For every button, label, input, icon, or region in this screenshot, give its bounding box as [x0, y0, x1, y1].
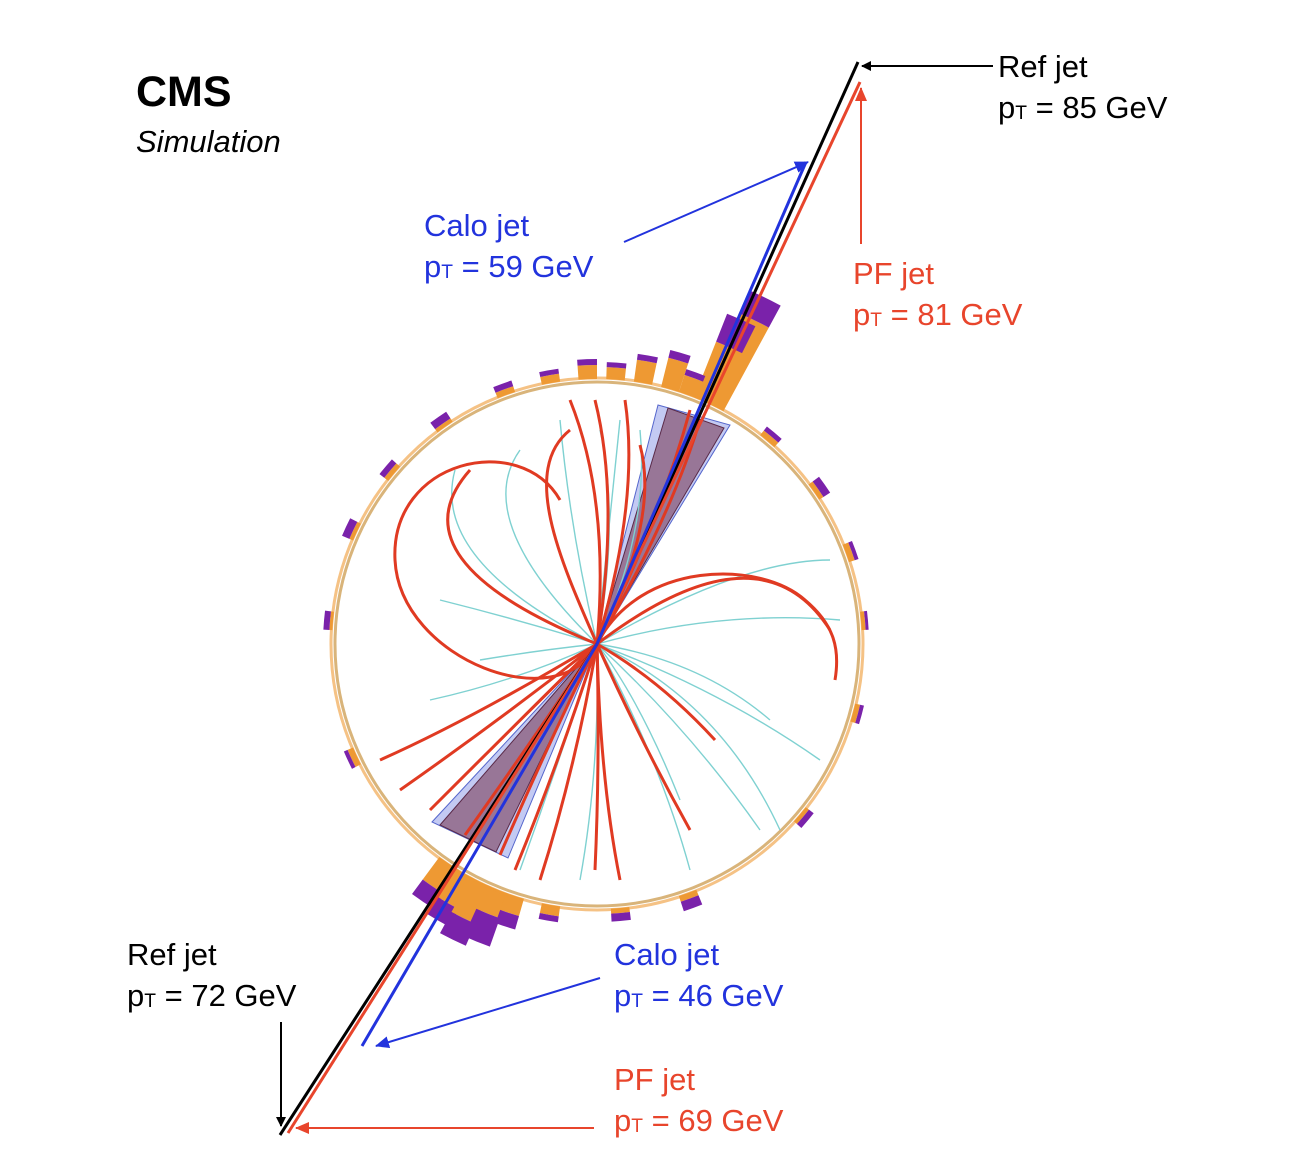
hcal-deposit	[495, 909, 519, 930]
ref-bottom-label: Ref jet pT = 72 GeV	[127, 934, 296, 1022]
hcal-deposit	[611, 911, 631, 922]
calo-jet-axis-bottom	[360, 643, 599, 1047]
charged-track-loop	[545, 428, 599, 645]
charged-track	[593, 399, 610, 645]
pf-bottom-pt: pT = 69 GeV	[614, 1103, 784, 1138]
neutral-track	[596, 643, 681, 801]
hcal-deposit	[812, 476, 831, 497]
neutral-track	[596, 643, 771, 721]
hcal-deposit	[379, 459, 397, 478]
pf-top-pt: pT = 81 GeV	[853, 297, 1023, 332]
hcal-deposit	[680, 895, 703, 912]
neutral-track	[559, 419, 598, 645]
calo-top-arrow	[623, 161, 809, 243]
ref-bottom-pt: pT = 72 GeV	[127, 978, 297, 1013]
hcal-deposit	[430, 411, 451, 430]
calo-bottom-arrow	[375, 977, 601, 1048]
charged-track	[538, 643, 599, 881]
ecal-ring	[329, 376, 865, 912]
neutral-tracks	[429, 419, 841, 881]
hcal-deposit	[863, 610, 869, 630]
charged-track	[595, 419, 702, 645]
charged-track	[596, 576, 832, 646]
ref-top-pt: pT = 85 GeV	[998, 90, 1168, 125]
charged-track	[446, 469, 598, 646]
hcal-deposit	[463, 908, 500, 947]
charged-track	[513, 643, 599, 871]
neutral-track	[505, 449, 598, 645]
calo-bottom-name: Calo jet	[614, 937, 720, 972]
calo-jet-axis-top	[595, 161, 808, 645]
charged-track	[596, 642, 717, 742]
hcal-deposit	[493, 380, 514, 393]
charged-track-loop	[595, 572, 839, 681]
neutral-track	[596, 643, 781, 831]
charged-track	[428, 642, 599, 812]
pf-bottom-label: PF jet pT = 69 GeV	[614, 1059, 783, 1147]
hcal-deposit	[855, 704, 864, 725]
ref-top-name: Ref jet	[998, 49, 1088, 84]
calo-bottom-pt: pT = 46 GeV	[614, 978, 784, 1013]
hcal-deposit	[763, 426, 782, 443]
hcal-deposit	[636, 353, 658, 364]
hcal-deposit	[343, 749, 356, 769]
hcal-deposit	[668, 350, 691, 364]
calorimeter-deposits	[323, 290, 869, 947]
charged-track	[568, 399, 602, 645]
hcal-deposit	[538, 912, 559, 923]
neutral-track	[596, 617, 841, 645]
neutral-track	[596, 643, 761, 831]
charged-track	[595, 643, 622, 881]
hcal-deposit	[323, 610, 331, 630]
calo-top-name: Calo jet	[424, 208, 530, 243]
simulation-label: Simulation	[136, 124, 281, 159]
charged-track	[595, 399, 631, 645]
ecal-deposit	[661, 357, 689, 392]
ecal-deposit	[451, 876, 492, 924]
charged-track	[595, 643, 692, 831]
charged-track	[379, 642, 598, 762]
hcal-deposit	[684, 369, 706, 382]
tracker-boundary	[333, 380, 861, 908]
charged-track	[498, 643, 599, 856]
pf-bottom-name: PF jet	[614, 1062, 695, 1097]
calo-top-label: Calo jet pT = 59 GeV	[424, 205, 593, 293]
pf-jet-axis-bottom	[286, 643, 599, 1134]
neutral-track	[439, 599, 598, 645]
hcal-deposit	[342, 518, 358, 539]
hcal-deposit	[539, 368, 560, 377]
ecal-deposit	[633, 359, 657, 385]
neutral-track	[451, 469, 598, 645]
experiment-name: CMS	[136, 68, 232, 116]
pf-top-name: PF jet	[853, 256, 934, 291]
charged-track	[399, 642, 598, 792]
calo-bottom-label: Calo jet pT = 46 GeV	[614, 934, 783, 1022]
pf-jet-axis-top	[595, 81, 862, 645]
charged-track-loop	[393, 460, 599, 680]
calo-top-pt: pT = 59 GeV	[424, 249, 594, 284]
hcal-deposit	[796, 809, 814, 829]
hcal-deposit	[848, 540, 859, 561]
hcal-deposit	[577, 359, 597, 366]
hcal-deposit	[606, 362, 627, 369]
ecal-deposit	[577, 365, 597, 380]
ref-bottom-name: Ref jet	[127, 937, 217, 972]
pf-top-label: PF jet pT = 81 GeV	[853, 253, 1022, 341]
hcal-deposit	[440, 912, 476, 946]
neutral-track	[479, 643, 598, 661]
ref-top-label: Ref jet pT = 85 GeV	[998, 46, 1167, 134]
ecal-deposit	[760, 430, 779, 448]
neutral-track	[596, 643, 821, 761]
